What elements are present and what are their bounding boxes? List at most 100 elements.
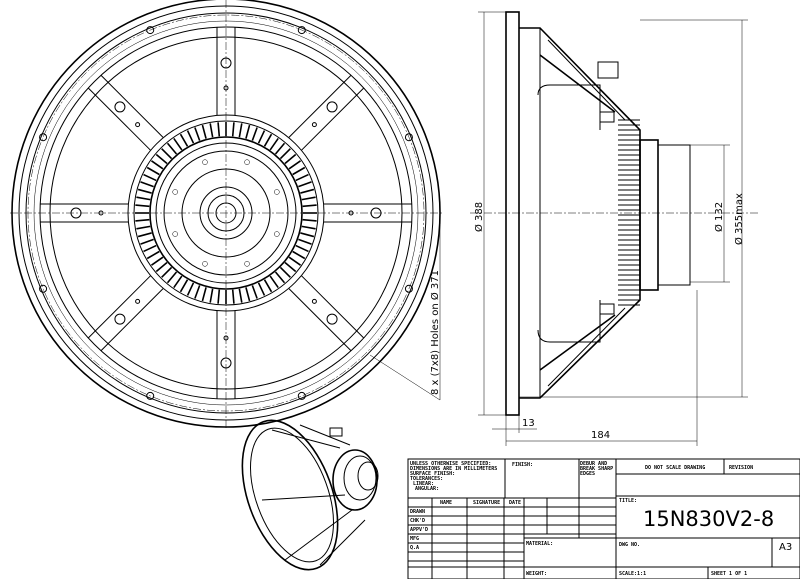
material-label: MATERIAL: xyxy=(526,541,553,547)
cooling-fin xyxy=(150,256,164,266)
cooling-fin xyxy=(186,282,195,296)
cooling-fin xyxy=(279,148,291,160)
mounting-hole xyxy=(297,26,306,35)
cooling-fin xyxy=(302,218,317,222)
cooling-fin xyxy=(137,232,152,238)
cooling-fin xyxy=(300,188,315,194)
cooling-fin xyxy=(251,127,258,141)
spoke-hole xyxy=(135,122,141,128)
cooling-fin xyxy=(238,288,243,303)
vent-hole xyxy=(244,159,250,165)
holes-note: 8 x (7x8) Holes on Ø 371 xyxy=(429,270,441,395)
general-note-line: ANGULAR: xyxy=(415,486,439,492)
cooling-fin xyxy=(140,238,154,245)
cooling-fin xyxy=(173,275,183,289)
cooling-fin xyxy=(146,166,160,176)
cooling-fin xyxy=(217,289,221,304)
dim-flange-thickness: 13 xyxy=(522,418,535,429)
cooling-fin xyxy=(209,123,214,138)
cooling-fin xyxy=(201,287,207,302)
cooling-fin xyxy=(179,133,189,147)
cooling-fin xyxy=(274,271,286,284)
sheet-size: A3 xyxy=(779,542,792,553)
general-note-line: LINEAR: xyxy=(413,481,434,487)
terminal-boss xyxy=(326,101,338,113)
cooling-fin xyxy=(136,225,151,230)
finish-label: FINISH: xyxy=(512,462,533,468)
spoke-hole xyxy=(135,298,141,304)
cooling-fin xyxy=(231,122,235,137)
cooling-fin xyxy=(300,232,315,238)
cooling-fin xyxy=(140,181,154,188)
revision-label: REVISION xyxy=(729,465,753,471)
cooling-fin xyxy=(136,196,151,201)
col-date: DATE xyxy=(509,500,521,506)
cooling-fin xyxy=(263,133,273,147)
terminal-boss xyxy=(326,313,338,325)
terminal-boss xyxy=(114,101,126,113)
cooling-fin xyxy=(279,266,291,278)
cooling-fin xyxy=(150,160,164,170)
mounting-hole xyxy=(39,284,48,293)
cooling-fin xyxy=(135,204,150,208)
basket-spoke-edge xyxy=(288,288,352,352)
cooling-fin xyxy=(295,244,309,253)
dwg-no-label: DWG NO. xyxy=(619,542,640,548)
cooling-fin xyxy=(143,244,157,253)
cooling-fin xyxy=(161,266,173,278)
cooling-fin xyxy=(194,127,201,141)
basket-spoke-edge xyxy=(100,74,164,138)
cooling-fin xyxy=(257,130,266,144)
front-view: 8 x (7x8) Holes on Ø 371 xyxy=(10,0,442,428)
cooling-fin xyxy=(292,250,306,260)
cooling-fin xyxy=(194,285,201,299)
cooling-fin xyxy=(217,122,221,137)
basket-spoke-edge xyxy=(288,74,352,138)
cooling-fin xyxy=(298,181,312,188)
cooling-fin xyxy=(135,218,150,222)
cooling-fin xyxy=(251,285,258,299)
title-label: TITLE: xyxy=(619,498,637,504)
cooling-fin xyxy=(173,137,183,151)
do-not-scale-note: DO NOT SCALE DRAWING xyxy=(645,465,705,471)
sheet-label: SHEET 1 OF 1 xyxy=(711,571,747,577)
cooling-fin xyxy=(302,204,317,208)
cooling-fin xyxy=(263,279,273,293)
general-note-line: DIMENSIONS ARE IN MILLIMETERS xyxy=(410,466,497,472)
row-qa: Q.A xyxy=(410,545,419,551)
cooling-fin xyxy=(284,261,297,273)
row-drawn: DRAWN xyxy=(410,509,425,515)
general-note-line: UNLESS OTHERWISE SPECIFIED: xyxy=(410,461,491,467)
dim-outer-diameter: Ø 388 xyxy=(473,202,485,232)
spoke-hole xyxy=(311,122,317,128)
cooling-fin xyxy=(186,130,195,144)
cooling-fin xyxy=(292,166,306,176)
side-view: Ø 388 Ø 132 Ø 355max 13 184 xyxy=(470,11,760,446)
mounting-hole xyxy=(404,133,413,142)
weight-label: WEIGHT: xyxy=(526,571,547,577)
cooling-fin xyxy=(301,196,316,201)
cooling-fin xyxy=(146,250,160,260)
cooling-fin xyxy=(288,160,302,170)
cooling-fin xyxy=(274,142,286,155)
cooling-fin xyxy=(201,124,207,139)
basket-spoke-edge xyxy=(301,275,365,339)
dim-magnet-diameter: Ø 132 xyxy=(713,202,725,232)
cooling-fin xyxy=(161,148,173,160)
mounting-hole xyxy=(297,391,306,400)
row-approved: APPV'D xyxy=(410,527,428,533)
cooling-fin xyxy=(301,225,316,230)
deburr-note: DEBUR AND xyxy=(580,461,607,467)
row-mfg: MFG xyxy=(410,536,419,542)
basket-spoke-edge xyxy=(100,288,164,352)
general-note-line: TOLERANCES: xyxy=(410,476,443,482)
mounting-hole xyxy=(39,133,48,142)
title-block: UNLESS OTHERWISE SPECIFIED: DIMENSIONS A… xyxy=(407,458,800,579)
cooling-fin xyxy=(298,238,312,245)
dim-depth: 184 xyxy=(591,430,610,441)
cooling-fin xyxy=(231,289,235,304)
vent-hole xyxy=(274,231,280,237)
scale-label: SCALE:1:1 xyxy=(619,571,646,577)
cooling-fin xyxy=(269,275,279,289)
